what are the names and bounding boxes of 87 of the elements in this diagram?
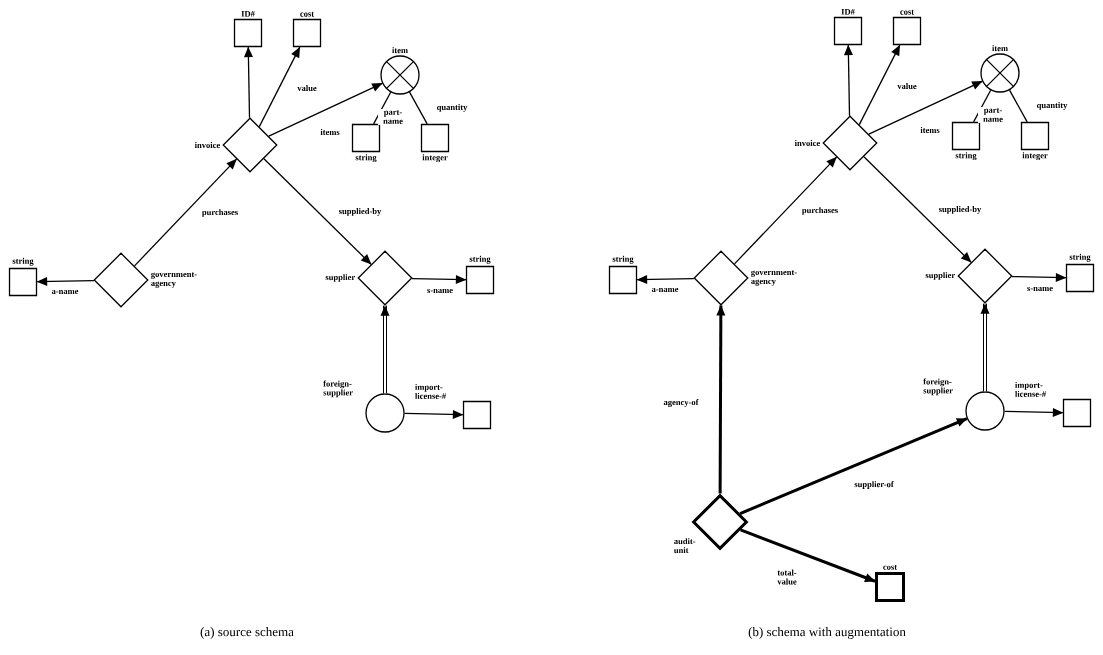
node-label: supplier xyxy=(325,274,355,282)
arrow xyxy=(843,44,853,117)
node-label: import-license-# xyxy=(1015,381,1046,397)
caption: (a) source schema xyxy=(200,627,294,639)
node-label: integer xyxy=(422,154,448,163)
node-label: string xyxy=(955,152,977,161)
connector-line xyxy=(373,91,392,125)
node-label: string xyxy=(355,154,377,163)
attribute-box: import-license-# xyxy=(1015,381,1092,428)
node-label: ID# xyxy=(841,9,855,15)
connector-line xyxy=(1008,89,1028,123)
node-label: ID# xyxy=(241,11,255,17)
node-label: foreign-supplier xyxy=(923,378,953,396)
attribute-box: string xyxy=(608,255,638,295)
edge-label: supplier-of xyxy=(853,480,895,490)
node-label: audit-unit xyxy=(673,538,696,554)
arrow xyxy=(380,304,390,395)
edge-label: supplied-by xyxy=(937,205,983,215)
arrow xyxy=(411,275,467,284)
edge-label: s-name xyxy=(1026,285,1054,293)
node-label: invoice xyxy=(194,142,220,148)
node-label: cost xyxy=(883,564,898,570)
arrow xyxy=(36,277,95,286)
node-label: cost xyxy=(900,9,915,15)
node-label: cost xyxy=(300,11,315,17)
arrow xyxy=(258,46,301,128)
attribute-box: import-license-# xyxy=(415,383,492,430)
arrow xyxy=(636,275,695,284)
attribute-box: cost xyxy=(875,564,905,602)
node-label: string xyxy=(12,257,34,266)
arrow xyxy=(1004,407,1064,417)
arrow xyxy=(263,158,372,265)
attribute-box: string xyxy=(1065,253,1095,293)
arrow xyxy=(740,528,876,583)
edge-label: agency-of xyxy=(662,398,700,408)
attribute-box: string xyxy=(351,123,381,163)
arrow xyxy=(868,80,983,135)
arrow xyxy=(739,417,968,515)
node-label: foreign-supplier xyxy=(323,380,353,398)
attribute-box: string xyxy=(951,121,981,161)
node-label: item xyxy=(992,45,1008,52)
attribute-box: integer xyxy=(420,123,450,163)
attribute-box: cost xyxy=(892,9,922,46)
connector-line xyxy=(973,89,992,123)
arrow xyxy=(980,302,990,393)
arrow xyxy=(243,46,253,119)
edge-label: purchases xyxy=(800,206,840,216)
arrow xyxy=(858,44,901,126)
arrow xyxy=(716,305,726,494)
arrow xyxy=(1011,273,1067,282)
arrow xyxy=(733,156,838,265)
arrow xyxy=(863,156,972,263)
attribute-box: string xyxy=(465,255,495,295)
edge-label: purchases xyxy=(200,208,240,218)
edge-label: items xyxy=(919,126,941,134)
edge-label: part-name xyxy=(378,109,408,125)
node-label: government-agency xyxy=(751,270,797,286)
attribute-box: ID# xyxy=(833,9,863,46)
node-label: string xyxy=(1069,253,1091,262)
node-label: invoice xyxy=(794,140,820,146)
attribute-box: integer xyxy=(1020,121,1050,161)
connector-line xyxy=(408,91,428,125)
edge-label: quantity xyxy=(1035,101,1069,111)
node-label: string xyxy=(469,255,491,264)
edge-label: part-name xyxy=(978,107,1008,123)
edge-label: a-name xyxy=(650,286,680,294)
edge-label: value xyxy=(896,82,918,90)
node-label: import-license-# xyxy=(415,383,446,399)
node-label: government-agency xyxy=(151,272,197,288)
node-label: integer xyxy=(1022,152,1048,161)
node-label: string xyxy=(612,255,634,264)
edge-label: supplied-by xyxy=(337,207,383,217)
attribute-box: string xyxy=(8,257,38,297)
attribute-box: ID# xyxy=(233,11,263,48)
edge-label: total-value xyxy=(772,568,802,586)
edge-label: s-name xyxy=(426,287,454,295)
arrow xyxy=(404,409,464,419)
node-label: item xyxy=(392,47,408,54)
node-label: supplier xyxy=(925,272,955,280)
arrow xyxy=(268,82,383,137)
arrow xyxy=(133,158,238,267)
attribute-box: cost xyxy=(292,11,322,48)
caption: (b) schema with augmentation xyxy=(748,627,906,639)
edge-label: value xyxy=(296,84,318,92)
edge-label: items xyxy=(319,128,341,136)
edge-label: a-name xyxy=(50,288,80,296)
edge-label: quantity xyxy=(435,103,469,113)
